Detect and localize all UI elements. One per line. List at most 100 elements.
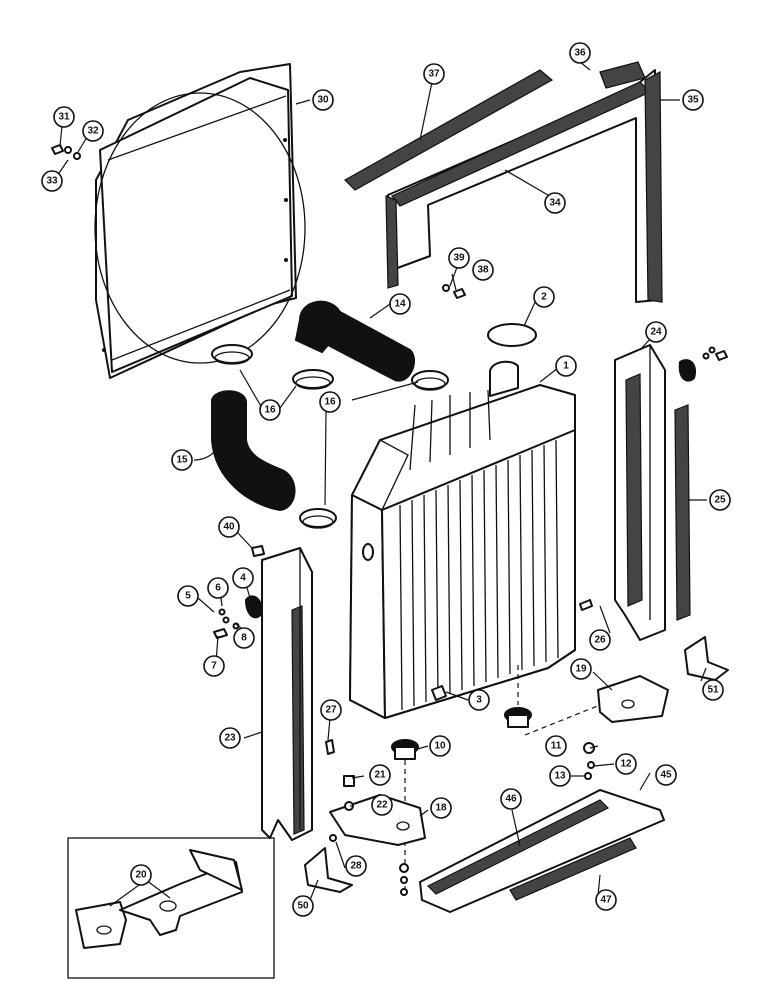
radiator [349, 360, 576, 719]
svg-text:5: 5 [185, 591, 191, 602]
svg-text:19: 19 [575, 664, 587, 675]
callout-22: 22 [371, 794, 393, 816]
callout-16b: 16 [319, 391, 341, 413]
callout-45: 45 [655, 764, 677, 786]
leader-lines [56, 61, 707, 907]
callout-30: 30 [312, 89, 334, 111]
svg-text:28: 28 [350, 861, 362, 872]
svg-text:50: 50 [297, 901, 309, 912]
hose-clamps [211, 344, 449, 529]
svg-text:46: 46 [505, 794, 517, 805]
mounting-pads [391, 707, 532, 760]
svg-text:47: 47 [600, 895, 612, 906]
lower-hose [211, 390, 296, 512]
left-side-baffle [261, 547, 313, 841]
top-baffle [344, 61, 663, 303]
callout-35: 35 [682, 89, 704, 111]
svg-text:31: 31 [58, 112, 70, 123]
svg-text:39: 39 [453, 253, 465, 264]
svg-text:11: 11 [551, 741, 562, 752]
svg-text:38: 38 [477, 265, 489, 276]
callout-25: 25 [709, 489, 731, 511]
callout-46: 46 [500, 788, 522, 810]
svg-text:6: 6 [215, 583, 221, 594]
svg-text:3: 3 [476, 695, 482, 706]
svg-text:1: 1 [563, 361, 569, 372]
svg-text:4: 4 [240, 573, 246, 584]
svg-text:18: 18 [435, 803, 447, 814]
callout-14: 14 [389, 293, 411, 315]
bracket-51 [684, 636, 729, 681]
right-bottom-bracket [597, 675, 669, 723]
callout-11: 11 [545, 735, 567, 757]
callout-2: 2 [533, 286, 555, 308]
callout-6: 6 [207, 577, 229, 599]
callout-26: 26 [589, 629, 611, 651]
right-baffle-hardware [579, 346, 728, 611]
svg-text:37: 37 [428, 69, 440, 80]
svg-text:20: 20 [135, 870, 147, 881]
callout-20: 20 [130, 864, 152, 886]
callout-12: 12 [615, 753, 637, 775]
callout-24: 24 [645, 321, 667, 343]
callout-36: 36 [569, 42, 591, 64]
svg-text:16: 16 [264, 405, 276, 416]
fan-shroud [94, 63, 306, 379]
svg-text:12: 12 [620, 759, 632, 770]
callout-21: 21 [369, 764, 391, 786]
svg-text:24: 24 [650, 327, 662, 338]
svg-text:27: 27 [325, 705, 337, 716]
right-side-baffle [614, 344, 691, 641]
svg-text:7: 7 [211, 661, 217, 672]
radiator-cap [487, 323, 537, 347]
callout-27: 27 [320, 699, 342, 721]
svg-text:34: 34 [549, 198, 561, 209]
svg-text:23: 23 [224, 733, 236, 744]
callout-19: 19 [570, 658, 592, 680]
drain-cock [431, 685, 447, 701]
left-baffle-hardware [213, 545, 265, 639]
inset-bracket [75, 849, 243, 949]
callout-15: 15 [171, 449, 193, 471]
svg-text:2: 2 [541, 292, 547, 303]
callout-32: 32 [82, 120, 104, 142]
svg-text:22: 22 [376, 800, 388, 811]
baffle-hardware [442, 284, 466, 299]
svg-text:30: 30 [317, 95, 329, 106]
bottom-hardware [325, 739, 595, 896]
svg-text:15: 15 [176, 455, 188, 466]
callout-10: 10 [429, 735, 451, 757]
callout-18: 18 [430, 797, 452, 819]
callout-40: 40 [218, 516, 240, 538]
callout-7: 7 [203, 655, 225, 677]
svg-text:45: 45 [660, 770, 672, 781]
svg-text:51: 51 [707, 685, 719, 696]
callout-31: 31 [53, 106, 75, 128]
svg-text:14: 14 [394, 299, 406, 310]
svg-text:16: 16 [324, 397, 336, 408]
callout-34: 34 [544, 192, 566, 214]
svg-text:26: 26 [594, 635, 606, 646]
callout-47: 47 [595, 889, 617, 911]
callout-28: 28 [345, 855, 367, 877]
callout-1: 1 [555, 355, 577, 377]
svg-text:13: 13 [554, 771, 566, 782]
svg-text:25: 25 [714, 495, 726, 506]
svg-text:21: 21 [374, 770, 386, 781]
callout-8: 8 [233, 627, 255, 649]
inset-box [67, 837, 275, 979]
pad-dashed-line-right [517, 665, 601, 736]
svg-text:36: 36 [574, 48, 586, 59]
shroud-hardware [51, 144, 81, 160]
svg-text:32: 32 [87, 126, 99, 137]
svg-text:33: 33 [46, 176, 58, 187]
svg-text:8: 8 [241, 633, 247, 644]
bottom-baffle [419, 789, 665, 913]
callout-3: 3 [468, 689, 490, 711]
callout-4: 4 [232, 567, 254, 589]
svg-text:40: 40 [223, 522, 235, 533]
callout-23: 23 [219, 727, 241, 749]
svg-text:10: 10 [434, 741, 446, 752]
svg-text:35: 35 [687, 95, 699, 106]
